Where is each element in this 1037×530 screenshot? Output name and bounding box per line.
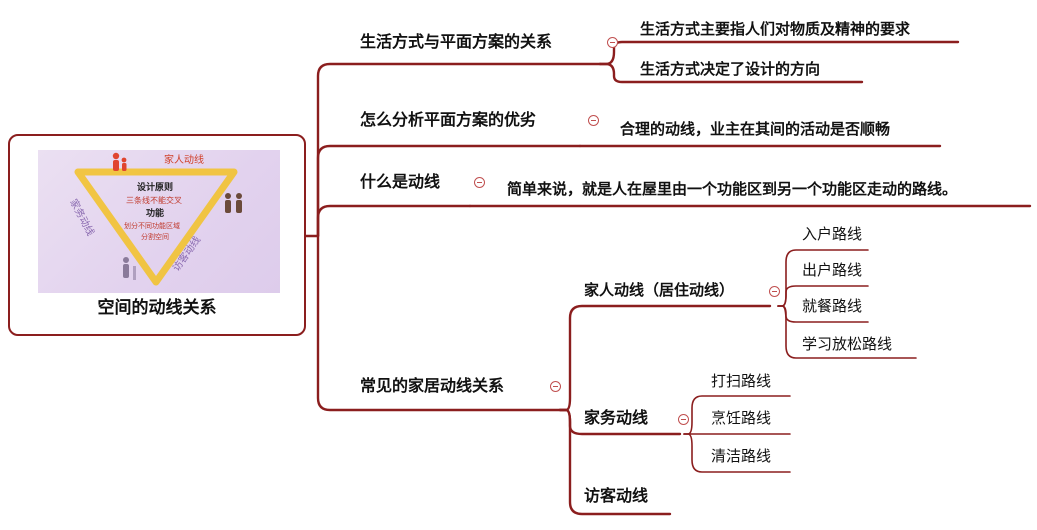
- lifestyle-child-2[interactable]: 生活方式决定了设计的方向: [640, 60, 821, 78]
- housework-leaf-washing-route[interactable]: 清洁路线: [711, 447, 772, 465]
- image-center-line-1: 设计原则: [137, 183, 174, 193]
- image-center-line-3: 功能: [146, 209, 165, 219]
- root-node[interactable]: 家人动线 家务动线 访客动线 设计原则 三条线不能交叉 功能 划分不同功能区域 …: [8, 134, 306, 336]
- branch-lifestyle-collapse-icon[interactable]: [607, 37, 618, 48]
- family-leaf-exit-route[interactable]: 出户路线: [802, 261, 863, 279]
- housework-route-node[interactable]: 家务动线: [584, 408, 649, 427]
- housework-route-collapse-icon[interactable]: [678, 414, 689, 425]
- image-center-line-2: 三条线不能交叉: [126, 196, 182, 205]
- branch-lifestyle[interactable]: 生活方式与平面方案的关系: [360, 32, 553, 51]
- branch-common-routes[interactable]: 常见的家居动线关系: [360, 376, 505, 395]
- analyze-plan-child-1[interactable]: 合理的动线，业主在其间的活动是否顺畅: [620, 120, 891, 138]
- what-is-dynamic-line-child-1[interactable]: 简单来说，就是人在屋里由一个功能区到另一个功能区走动的路线。: [507, 180, 958, 198]
- visitor-people-icon: [225, 193, 242, 213]
- housework-leaf-cleaning-route[interactable]: 打扫路线: [711, 372, 772, 390]
- triangle-diagram: [74, 152, 242, 286]
- image-center-line-4: 划分不同功能区域: [124, 222, 180, 230]
- branch-analyze-plan[interactable]: 怎么分析平面方案的优劣: [360, 110, 537, 129]
- image-center-line-5: 分割空间: [141, 233, 169, 241]
- dynamic-line-triangle-image: 家人动线 家务动线 访客动线 设计原则 三条线不能交叉 功能 划分不同功能区域 …: [38, 150, 280, 293]
- visitor-route-node[interactable]: 访客动线: [584, 486, 649, 505]
- housework-leaf-cooking-route[interactable]: 烹饪路线: [711, 409, 772, 427]
- family-people-icon: [112, 152, 127, 171]
- family-leaf-entry-route[interactable]: 入户路线: [802, 225, 863, 243]
- root-title: 空间的动线关系: [97, 298, 217, 318]
- family-route-image-label: 家人动线: [164, 155, 204, 166]
- branch-what-is-dynamic-line[interactable]: 什么是动线: [360, 172, 441, 191]
- family-route-collapse-icon[interactable]: [769, 286, 780, 297]
- branch-analyze-plan-collapse-icon[interactable]: [588, 115, 599, 126]
- family-leaf-dining-route[interactable]: 就餐路线: [802, 297, 863, 315]
- branch-what-is-dynamic-line-collapse-icon[interactable]: [474, 177, 485, 188]
- lifestyle-child-1[interactable]: 生活方式主要指人们对物质及精神的要求: [640, 20, 911, 38]
- family-leaf-study-relax-route[interactable]: 学习放松路线: [802, 335, 893, 353]
- family-route-node[interactable]: 家人动线（居住动线）: [584, 281, 735, 299]
- housework-cleaning-icon: [123, 257, 136, 280]
- branch-common-routes-collapse-icon[interactable]: [550, 381, 561, 392]
